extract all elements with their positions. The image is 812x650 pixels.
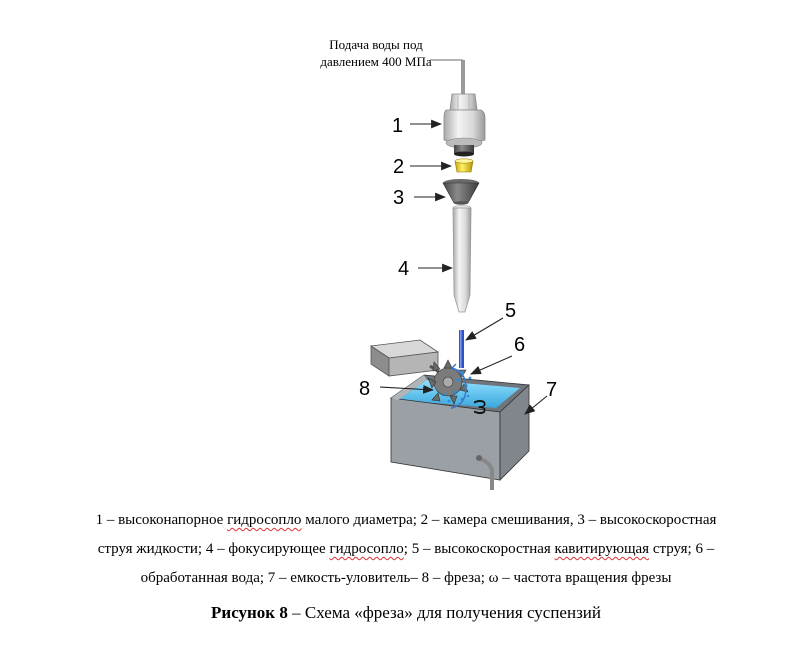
label-3: 3 — [393, 187, 404, 209]
label-2: 2 — [393, 156, 404, 178]
water-jet-cutter-diagram: ω 1 2 3 4 5 6 7 8 — [359, 59, 557, 490]
legend-spellcheck-word: гидросопло — [227, 512, 302, 528]
label-6: 6 — [514, 334, 525, 356]
legend-line-3: обработанная вода; 7 – емкость-уловитель… — [140, 570, 672, 586]
omega-symbol: ω — [466, 399, 490, 416]
legend-text: 1 – высоконапорное — [95, 512, 228, 528]
catcher-tank — [389, 374, 530, 490]
legend-spellcheck-word: гидросопло — [329, 541, 404, 557]
mill-cutter — [427, 359, 469, 405]
figure-title: – Схема «фреза» для получения суспензий — [287, 603, 601, 622]
legend: 1 – высоконапорное гидросопло малого диа… — [0, 507, 812, 594]
motor-box — [369, 339, 449, 380]
legend-text: струя; 6 – — [649, 541, 715, 557]
treated-water-splash — [443, 363, 472, 410]
mixing-chamber — [454, 158, 474, 173]
label-1: 1 — [392, 115, 403, 137]
legend-text: струя жидкости; 4 – фокусирующее — [97, 541, 330, 557]
jet-cone — [442, 179, 480, 205]
legend-text: малого диаметра; 2 – камера смешивания, … — [301, 512, 717, 528]
cavitating-jet — [459, 330, 464, 368]
water-supply-pipe — [430, 59, 465, 94]
water-supply-caption: Подача воды под давлением 400 МПа — [320, 37, 432, 69]
legend-line-1: 1 – высоконапорное гидросопло малого диа… — [0, 507, 812, 536]
focusing-nozzle — [452, 205, 472, 313]
figure-caption: Рисунок 8 – Схема «фреза» для получения … — [0, 603, 812, 623]
label-4: 4 — [398, 258, 409, 280]
figure-number: Рисунок 8 — [211, 603, 288, 622]
leader-arrows — [379, 119, 548, 415]
label-7: 7 — [546, 379, 557, 401]
label-8: 8 — [359, 378, 370, 400]
label-5: 5 — [505, 300, 516, 322]
legend-text: ; 5 – высокоскоростная — [403, 541, 555, 557]
high-pressure-nozzle — [443, 93, 486, 157]
legend-spellcheck-word: кавитирующая — [554, 541, 650, 557]
legend-line-2: струя жидкости; 4 – фокусирующее гидросо… — [0, 536, 812, 565]
